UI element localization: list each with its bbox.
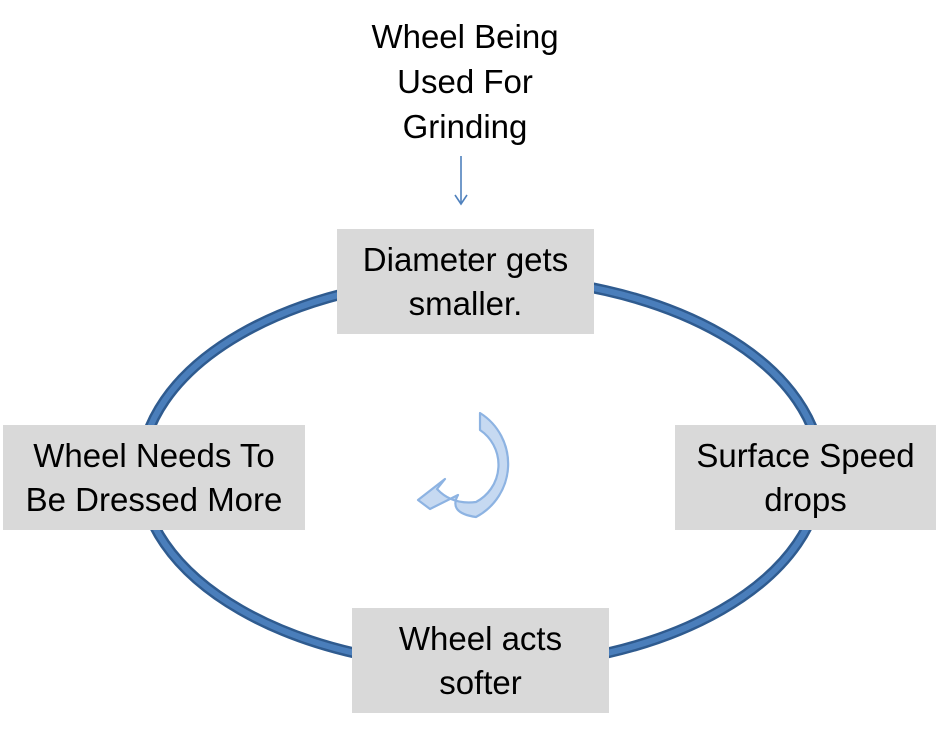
cycle-step-dressing: Wheel Needs To Be Dressed More <box>3 425 305 530</box>
cycle-step-label: Surface Speed drops <box>696 436 915 518</box>
arrow-down-icon <box>454 156 468 206</box>
input-label-title: Wheel Being Used For Grinding <box>371 18 559 145</box>
cycle-step-label: Wheel Needs To Be Dressed More <box>25 436 283 518</box>
arrow-down-head <box>454 194 468 206</box>
cycle-step-surface-speed: Surface Speed drops <box>675 425 936 530</box>
circular-arrow-icon <box>416 411 510 519</box>
cycle-step-label: Wheel acts softer <box>398 619 563 701</box>
cycle-step-diameter: Diameter gets smaller. <box>337 229 594 334</box>
cycle-step-wheel-softer: Wheel acts softer <box>352 608 609 713</box>
cycle-step-label: Diameter gets smaller. <box>362 240 569 322</box>
